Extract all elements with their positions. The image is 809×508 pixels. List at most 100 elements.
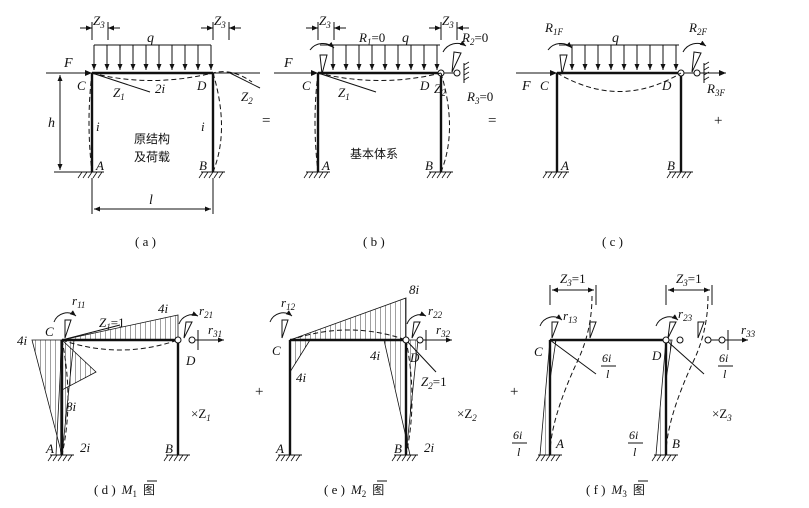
svg-text:6i: 6i — [513, 428, 522, 442]
label-q-a: q — [147, 31, 154, 46]
label-r12: r12 — [281, 295, 296, 312]
panel-d: r11 r21 r31 Z1=1 4i 4i C D 8i 2i A B ×Z1… — [17, 293, 224, 499]
svg-text:A: A — [560, 158, 569, 173]
label-r22: r22 — [428, 303, 443, 320]
plus-sign-2: + — [255, 384, 263, 400]
caption-a: ( a ) — [135, 234, 156, 249]
text-orig-structure-1: 原结构 — [134, 131, 170, 146]
svg-text:A: A — [555, 436, 564, 451]
svg-text:D: D — [419, 78, 430, 93]
svg-text:C: C — [540, 78, 549, 93]
svg-text:Z3: Z3 — [442, 13, 454, 30]
svg-text:l: l — [606, 367, 610, 381]
label-times-z3: ×Z3 — [712, 406, 732, 423]
svg-text:l: l — [723, 367, 727, 381]
label-r2f: R2F — [688, 20, 707, 37]
label-i-right-a: i — [201, 119, 205, 134]
svg-text:D: D — [409, 350, 420, 365]
label-times-z1: ×Z1 — [191, 406, 211, 423]
label-r3-zero: R3=0 — [466, 89, 493, 106]
label-r32: r32 — [436, 322, 451, 339]
panel-e: r12 r22 r32 8i 4i 4i C D Z2=1 2i A B ×Z2… — [269, 282, 477, 499]
label-d-a: D — [196, 78, 207, 93]
label-z3-a-left: Z3 — [93, 13, 105, 30]
label-r13: r13 — [563, 308, 578, 325]
text-orig-structure-2: 及荷载 — [134, 150, 170, 164]
panel-f: Z3=1 Z3=1 r13 r23 r33 C D 6i l 6i l 6i l… — [512, 271, 756, 499]
label-r3f: R3F — [706, 81, 725, 98]
label-z1-a: Z1 — [113, 85, 125, 102]
caption-b: ( b ) — [363, 234, 385, 249]
svg-text:D: D — [651, 348, 662, 363]
label-r11: r11 — [72, 293, 85, 310]
svg-text:4i: 4i — [158, 301, 169, 316]
label-z2-a: Z2 — [241, 89, 253, 106]
svg-text:A: A — [321, 158, 330, 173]
label-h: h — [48, 116, 55, 131]
panel-a: Z3 Z3 q F Z1 2i Z2 C D A B i i 原结构 及荷载 h — [46, 13, 261, 249]
plus-sign-1: + — [714, 113, 722, 129]
label-2i-a: 2i — [155, 81, 166, 96]
svg-text:Z1: Z1 — [338, 85, 350, 102]
distributed-load-q — [91, 44, 214, 70]
label-r1f: R1F — [544, 20, 563, 37]
label-l: l — [149, 193, 153, 208]
caption-c: ( c ) — [602, 234, 623, 249]
svg-text:Z2=1: Z2=1 — [421, 374, 447, 391]
svg-text:C: C — [534, 344, 543, 359]
svg-text:l: l — [633, 445, 637, 459]
svg-text:B: B — [394, 441, 402, 456]
label-f-a: F — [63, 56, 73, 71]
svg-text:q: q — [612, 31, 619, 46]
svg-text:8i: 8i — [66, 399, 77, 414]
svg-text:Z1=1: Z1=1 — [99, 315, 125, 332]
svg-text:l: l — [517, 445, 521, 459]
svg-text:F: F — [521, 79, 531, 94]
svg-text:B: B — [425, 158, 433, 173]
svg-text:A: A — [275, 441, 284, 456]
svg-text:Z3=1: Z3=1 — [560, 271, 586, 288]
svg-text:q: q — [402, 31, 409, 46]
svg-text:F: F — [283, 56, 293, 71]
label-times-z2: ×Z2 — [457, 406, 477, 423]
panel-c: q R1F R2F R3F F C D A B ( c ) — [516, 20, 726, 249]
svg-text:D: D — [185, 353, 196, 368]
plus-sign-3: + — [510, 384, 518, 400]
svg-text:Z2: Z2 — [434, 81, 446, 98]
svg-text:8i: 8i — [409, 282, 420, 297]
svg-text:6i: 6i — [719, 351, 728, 365]
svg-text:4i: 4i — [17, 333, 28, 348]
label-r1-zero: R1=0 — [358, 30, 385, 47]
svg-text:2i: 2i — [80, 440, 91, 455]
svg-text:D: D — [661, 78, 672, 93]
distributed-load-q-b — [320, 44, 440, 70]
fixed-support-b — [198, 171, 225, 179]
panel-b: Z3 Z3 R1=0 q R2=0 R3=0 F Z1 Z2 C D A B 基… — [274, 13, 493, 249]
svg-text:C: C — [272, 343, 281, 358]
label-r33: r33 — [741, 322, 756, 339]
label-r2-zero: R2=0 — [461, 30, 488, 47]
label-b-a: B — [199, 158, 207, 173]
svg-text:B: B — [672, 436, 680, 451]
svg-text:C: C — [45, 324, 54, 339]
label-r31: r31 — [208, 322, 222, 339]
svg-text:B: B — [165, 441, 173, 456]
text-basic-system: 基本体系 — [350, 147, 398, 161]
svg-text:4i: 4i — [296, 370, 307, 385]
label-r21: r21 — [199, 303, 213, 320]
svg-text:Z3: Z3 — [319, 13, 331, 30]
equals-sign-1: = — [262, 113, 270, 129]
svg-text:C: C — [302, 78, 311, 93]
svg-text:Z3=1: Z3=1 — [676, 271, 702, 288]
svg-text:4i: 4i — [370, 348, 381, 363]
label-c-a: C — [77, 78, 86, 93]
label-i-left-a: i — [96, 119, 100, 134]
svg-text:6i: 6i — [602, 351, 611, 365]
label-r23: r23 — [678, 306, 693, 323]
label-z3-a-right: Z3 — [214, 13, 226, 30]
label-a-a: A — [95, 158, 104, 173]
